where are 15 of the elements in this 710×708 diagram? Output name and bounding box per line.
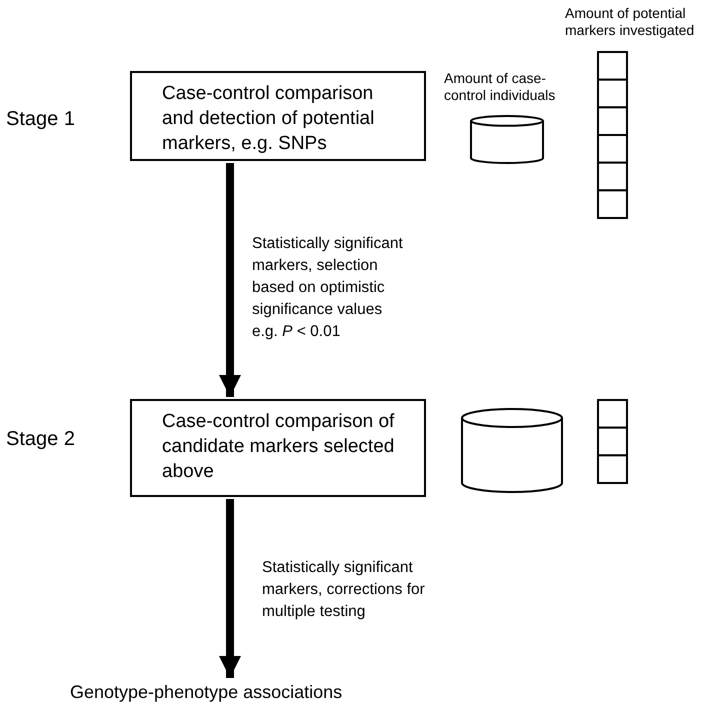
- cell-column: [597, 399, 628, 484]
- cylinder: [461, 408, 563, 493]
- arrow: [219, 499, 241, 678]
- process-box: [130, 71, 426, 161]
- stage-label: Stage 2: [6, 428, 75, 451]
- box-text: Case-control comparison of candidate markers selected above: [162, 410, 396, 484]
- node-label: Amount of case-control individuals: [444, 70, 556, 104]
- box-text: Case-control comparison and detection of potential markers, e.g. SNPs: [162, 82, 376, 156]
- cell-column: [597, 51, 628, 219]
- arrow: [219, 163, 241, 397]
- stage-label: Stage 1: [6, 108, 75, 131]
- process-box: [130, 399, 426, 497]
- node-label: Amount of potential markers investigated: [565, 5, 696, 39]
- outcome-text: Genotype-phenotype associations: [70, 680, 400, 706]
- cylinder: [470, 115, 544, 164]
